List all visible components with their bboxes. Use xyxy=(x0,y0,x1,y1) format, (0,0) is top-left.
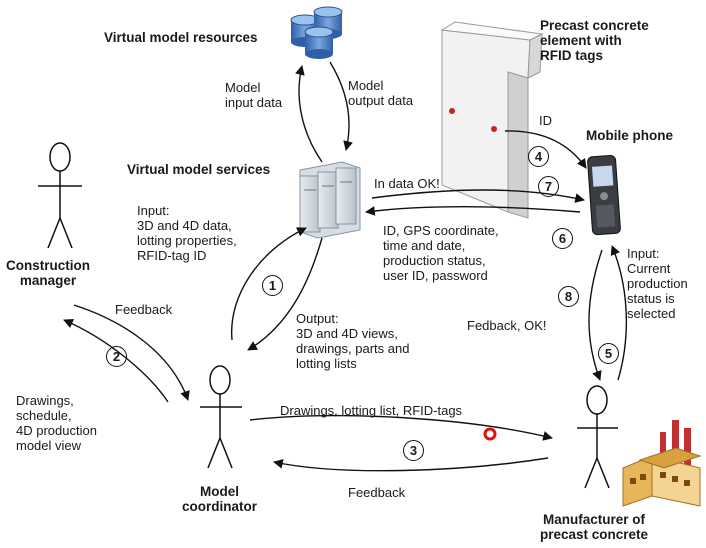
manufacturer-figure xyxy=(577,385,618,489)
step-2-badge: 2 xyxy=(106,346,127,367)
step-5-badge: 5 xyxy=(598,343,619,364)
in-data-ok-arrow xyxy=(371,189,585,203)
model-output-label: Model output data xyxy=(348,78,414,108)
model-coordinator-figure xyxy=(200,365,242,469)
coord-input-arrow xyxy=(231,227,307,341)
resources-title: Virtual model resources xyxy=(104,30,258,45)
rfid-tag-icon xyxy=(449,108,455,114)
coord-output-arrow xyxy=(247,237,323,351)
step-6-badge: 6 xyxy=(552,228,573,249)
construction-manager-figure xyxy=(38,142,82,249)
manufacturer-title: Manufacturer of precast concrete xyxy=(540,512,649,542)
id-label: ID xyxy=(539,113,552,128)
model-input-arrow xyxy=(295,65,323,163)
coord-output-label: Output: 3D and 4D views, drawings, parts… xyxy=(296,311,410,371)
status-input-label: Input: Current production status is sele… xyxy=(627,246,688,321)
phone-payload-arrow xyxy=(365,205,581,216)
step-1-badge: 1 xyxy=(262,275,283,296)
model-input-label: Model input data xyxy=(225,80,283,110)
database-icon xyxy=(290,6,343,59)
phone-title: Mobile phone xyxy=(586,128,673,143)
mf-delivery-arrow xyxy=(249,415,553,441)
step-4-badge: 4 xyxy=(528,146,549,167)
id-arrow xyxy=(504,130,587,169)
rfid-tag-marker-icon xyxy=(483,427,497,441)
server-icon xyxy=(299,161,361,239)
step-8-badge: 8 xyxy=(558,286,579,307)
cm-drawings-label: Drawings, schedule, 4D production model … xyxy=(16,393,97,453)
factory-icon xyxy=(622,420,702,507)
services-title: Virtual model services xyxy=(127,162,271,177)
feedback-ok-arrow xyxy=(588,249,603,381)
mf-delivery-label: Drawings, lotting list, RFID-tags xyxy=(280,403,463,418)
status-input-arrow xyxy=(610,245,628,381)
phone-payload-label: ID, GPS coordinate, time and date, produ… xyxy=(383,223,499,283)
coord-input-label: Input: 3D and 4D data, lotting propertie… xyxy=(137,203,237,263)
construction-manager-title: Construction manager xyxy=(6,258,90,288)
model-output-arrow xyxy=(329,61,353,151)
feedback-cm-label: Feedback xyxy=(115,302,173,317)
feedback-mf-arrow xyxy=(273,457,549,472)
mobile-phone-icon xyxy=(587,155,621,236)
model-coordinator-title: Model coordinator xyxy=(182,484,258,514)
precast-title: Precast concrete element with RFID tags xyxy=(540,18,649,63)
in-data-ok-label: In data OK! xyxy=(374,176,440,191)
rfid-tag-icon xyxy=(491,126,497,132)
feedback-mf-label: Feedback xyxy=(348,485,406,500)
step-3-badge: 3 xyxy=(403,440,424,461)
cm-drawings-arrow xyxy=(73,304,190,401)
step-7-badge: 7 xyxy=(538,176,559,197)
feedback-ok-label: Fedback, OK! xyxy=(467,318,547,333)
precast-element-icon xyxy=(440,21,544,219)
